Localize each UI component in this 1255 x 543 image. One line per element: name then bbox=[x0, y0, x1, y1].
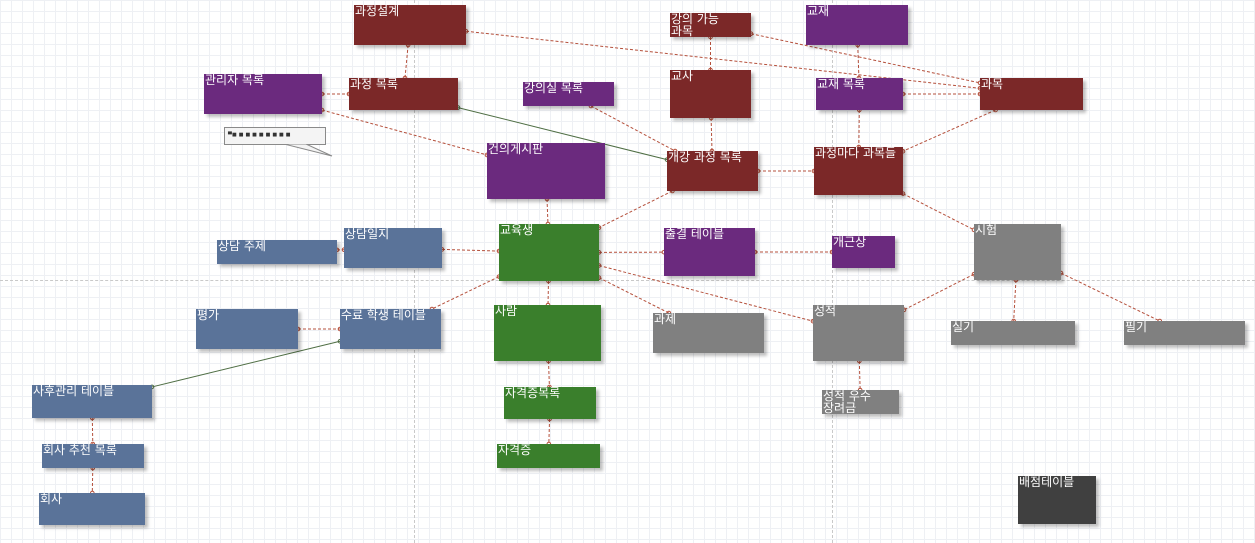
relationship-line bbox=[441, 248, 500, 252]
entity-attendance-table[interactable]: 출결 테이블 bbox=[664, 228, 755, 276]
relationship-line bbox=[903, 273, 975, 311]
entity-written[interactable]: 필기 bbox=[1124, 321, 1245, 345]
page-break-vertical bbox=[414, 0, 415, 543]
entity-person[interactable]: 사람 bbox=[494, 305, 601, 361]
entity-grade[interactable]: 성적 bbox=[813, 305, 904, 361]
relationship-line bbox=[598, 265, 814, 322]
relationship-line bbox=[548, 360, 550, 388]
entity-exam[interactable]: 시험 bbox=[974, 224, 1061, 280]
relationship-line bbox=[750, 33, 981, 84]
entity-aftercare-table[interactable]: 사후관리 테이블 bbox=[32, 385, 152, 418]
entity-top-grade-scholarship[interactable]: 성적 우수 장려금 bbox=[822, 390, 899, 414]
entity-company[interactable]: 회사 bbox=[39, 493, 145, 525]
page-break-vertical bbox=[832, 0, 833, 543]
entity-course-list[interactable]: 과정 목록 bbox=[349, 78, 458, 110]
relationship-line bbox=[858, 360, 861, 391]
note-callout[interactable]: ▀■ ■ ■ ■ ■ ■ ■ ■ ■ bbox=[224, 127, 326, 145]
entity-certificate-list[interactable]: 자격증목록 bbox=[504, 387, 596, 419]
relationship-line bbox=[598, 190, 673, 229]
entity-subject[interactable]: 과목 bbox=[980, 78, 1083, 110]
relationship-line bbox=[1013, 279, 1017, 322]
entity-course-design[interactable]: 과정설계 bbox=[354, 5, 466, 45]
relationship-line bbox=[590, 105, 676, 152]
entity-open-course-list[interactable]: 개강 과정 목록 bbox=[667, 151, 758, 191]
relationship-line bbox=[1060, 272, 1160, 322]
note-callout-tail bbox=[284, 144, 333, 157]
relationship-line bbox=[857, 44, 860, 79]
relationship-line bbox=[902, 109, 996, 152]
entity-lecture-room-list[interactable]: 강의실 목록 bbox=[523, 82, 614, 106]
entity-graduate-table[interactable]: 수료 학생 테이블 bbox=[340, 309, 441, 349]
relationship-line bbox=[598, 277, 670, 314]
entity-textbook[interactable]: 교재 bbox=[806, 5, 908, 45]
entity-consult-topic[interactable]: 상담 주제 bbox=[217, 240, 337, 264]
entity-perfect-attendance[interactable]: 개근상 bbox=[832, 236, 895, 268]
relationship-line bbox=[404, 44, 409, 79]
entity-assignment[interactable]: 과제 bbox=[653, 313, 764, 353]
entity-company-recommend-list[interactable]: 회사 추천 목록 bbox=[42, 444, 144, 468]
entity-textbook-list[interactable]: 교재 목록 bbox=[816, 78, 903, 110]
entity-course-subjects[interactable]: 과정마다 과목들 bbox=[814, 147, 903, 195]
relationship-line bbox=[710, 117, 713, 152]
entity-available-subjects[interactable]: 강의 가능 과목 bbox=[670, 13, 751, 37]
relationship-line bbox=[321, 109, 488, 156]
entity-score-table[interactable]: 배점테이블 bbox=[1018, 476, 1096, 524]
relationship-line bbox=[431, 276, 500, 310]
entity-teacher[interactable]: 교사 bbox=[670, 70, 751, 118]
relationship-line bbox=[546, 198, 549, 225]
page-break-horizontal bbox=[0, 280, 1255, 281]
entity-suggestion-board[interactable]: 건의게시판 bbox=[487, 143, 605, 199]
entity-practical[interactable]: 실기 bbox=[951, 321, 1075, 345]
entity-admin-list[interactable]: 관리자 목록 bbox=[204, 74, 322, 114]
relationship-line bbox=[151, 340, 341, 388]
entity-consult-log[interactable]: 상담일지 bbox=[344, 228, 442, 268]
relationship-line bbox=[902, 193, 975, 231]
entity-student[interactable]: 교육생 bbox=[499, 224, 599, 281]
entity-certificate[interactable]: 자격증 bbox=[497, 444, 600, 468]
relationship-line bbox=[457, 107, 668, 161]
relationship-line bbox=[548, 418, 551, 445]
entity-evaluation[interactable]: 평가 bbox=[196, 309, 298, 349]
